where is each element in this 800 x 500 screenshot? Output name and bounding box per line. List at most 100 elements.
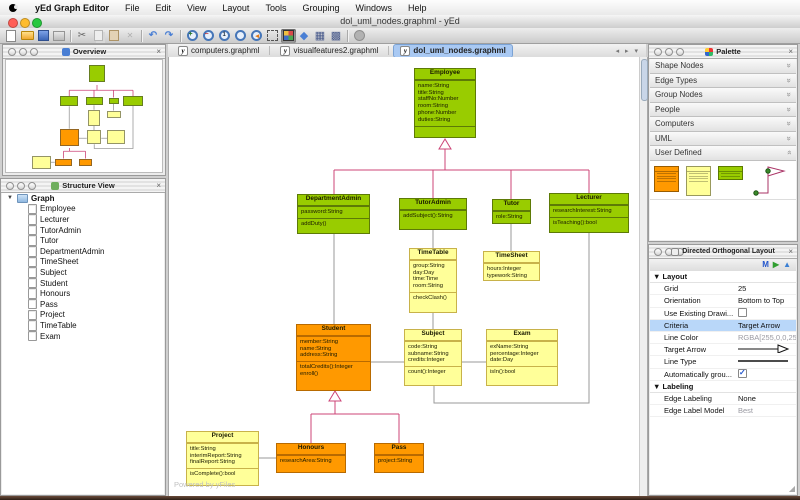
prop-row-line-type[interactable]: Line Type: [650, 356, 796, 369]
prop-value[interactable]: [738, 356, 796, 367]
palette-section-user-defined[interactable]: User Defined»: [650, 146, 796, 161]
run-layout-icon[interactable]: ▶: [772, 260, 780, 269]
snap-grid-icon[interactable]: [329, 29, 344, 43]
palette-section-group-nodes[interactable]: Group Nodes»: [650, 88, 796, 103]
tree-item-departmentadmin[interactable]: DepartmentAdmin: [2, 246, 164, 257]
palette-close-icon[interactable]: ×: [788, 47, 793, 56]
resize-grip-icon[interactable]: ◢: [788, 484, 795, 493]
overview-window-buttons[interactable]: [8, 47, 38, 56]
prop-value[interactable]: [738, 344, 796, 355]
tree-item-subject[interactable]: Subject: [2, 267, 164, 278]
new-file-icon[interactable]: [4, 29, 19, 43]
overview-tool-icon[interactable]: [352, 29, 367, 43]
open-file-icon[interactable]: [20, 29, 35, 43]
palette-edge-template[interactable]: [750, 163, 790, 199]
tree-item-timetable[interactable]: TimeTable: [2, 320, 164, 331]
prop-value[interactable]: Bottom to Top: [738, 296, 785, 306]
menu-item-grouping[interactable]: Grouping: [302, 2, 340, 13]
palette-section-edge-types[interactable]: Edge Types»: [650, 73, 796, 88]
menu-item-windows[interactable]: Windows: [355, 2, 392, 13]
layout-tool-icon[interactable]: [280, 28, 296, 43]
zoom-area-icon[interactable]: [249, 29, 264, 43]
tree-item-employee[interactable]: Employee: [2, 203, 164, 215]
prop-row-labeling[interactable]: ▼ Labeling: [650, 381, 796, 393]
grid-icon[interactable]: [313, 29, 328, 43]
close-window-button[interactable]: [8, 18, 18, 28]
layout-panel-titlebar[interactable]: Directed Orthogonal Layout ×: [649, 245, 797, 259]
overview-panel-titlebar[interactable]: Overview ×: [3, 45, 165, 59]
collapse-panel-icon[interactable]: ▲: [783, 260, 791, 269]
tree-root-graph[interactable]: ▼Graph: [7, 193, 55, 203]
fit-rectangle-icon[interactable]: [265, 29, 280, 43]
copy-icon[interactable]: [91, 29, 106, 43]
canvas-vertical-scrollbar[interactable]: [639, 57, 648, 496]
undo-icon[interactable]: [146, 29, 161, 43]
structure-panel-titlebar[interactable]: Structure View ×: [1, 179, 165, 193]
tree-item-tutor[interactable]: Tutor: [2, 235, 164, 246]
prop-row-target-arrow[interactable]: Target Arrow: [650, 344, 796, 357]
prop-row-layout[interactable]: ▼ Layout: [650, 271, 796, 284]
tree-item-lecturer[interactable]: Lecturer: [2, 214, 164, 225]
checkbox-unchecked-icon[interactable]: [738, 307, 747, 317]
tree-item-student[interactable]: Student: [2, 277, 164, 289]
tree-item-timesheet[interactable]: TimeSheet: [2, 256, 164, 268]
menu-item-edit[interactable]: Edit: [155, 2, 172, 13]
yfiles-module-icon[interactable]: M: [762, 260, 769, 269]
zoom-out-icon[interactable]: [201, 29, 216, 43]
checkbox-checked-icon[interactable]: [738, 368, 747, 378]
menu-item-yed-graph-editor[interactable]: yEd Graph Editor: [35, 2, 110, 13]
structure-close-icon[interactable]: ×: [156, 181, 161, 190]
prop-value[interactable]: Best: [738, 406, 754, 416]
delete-icon[interactable]: [123, 29, 138, 43]
palette-section-computers[interactable]: Computers»: [650, 117, 796, 132]
palette-window-buttons[interactable]: [654, 47, 684, 56]
tree-item-pass[interactable]: Pass: [2, 298, 164, 310]
palette-section-people[interactable]: People»: [650, 102, 796, 117]
prop-value[interactable]: RGBA[255,0,0,255]: [738, 333, 796, 343]
layout-close-icon[interactable]: ×: [788, 247, 793, 256]
zoom-actual-icon[interactable]: [217, 29, 232, 43]
navigate-icon[interactable]: [297, 29, 312, 43]
redo-icon[interactable]: [162, 29, 177, 43]
prop-value[interactable]: 25: [738, 284, 747, 294]
zoom-fit-icon[interactable]: [233, 29, 248, 43]
palette-node-template[interactable]: [686, 165, 711, 196]
menu-item-help[interactable]: Help: [408, 2, 427, 13]
prop-value[interactable]: None: [738, 393, 756, 403]
menu-item-tools[interactable]: Tools: [265, 2, 287, 13]
cut-icon[interactable]: [75, 29, 90, 43]
menu-item-view[interactable]: View: [187, 2, 207, 13]
apple-menu-icon[interactable]: [9, 3, 18, 12]
window-title-bar[interactable]: dol_uml_nodes.graphml - yEd: [0, 15, 800, 29]
menu-item-layout[interactable]: Layout: [222, 2, 250, 13]
save-icon[interactable]: [36, 29, 51, 43]
menu-item-file[interactable]: File: [125, 2, 140, 13]
overview-close-icon[interactable]: ×: [156, 47, 161, 56]
prop-value[interactable]: [738, 307, 796, 319]
paste-icon[interactable]: [107, 29, 122, 43]
structure-window-buttons[interactable]: [6, 181, 36, 190]
prop-row-automatically-grou-[interactable]: Automatically grou...: [650, 368, 796, 381]
tab-scroll-controls[interactable]: ◂ ▸ ▾: [615, 47, 640, 55]
overview-minimap[interactable]: [5, 59, 163, 173]
